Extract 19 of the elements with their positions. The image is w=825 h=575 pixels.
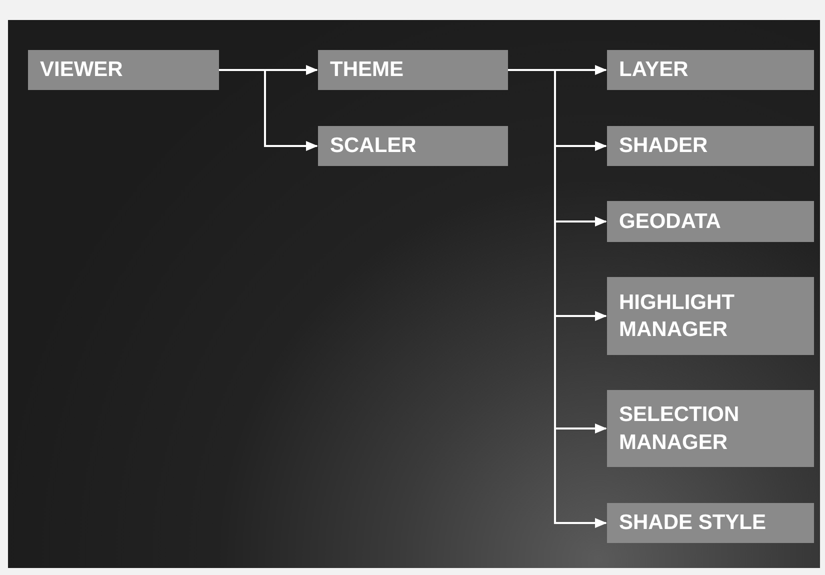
node-label: GEODATA — [619, 208, 721, 235]
node-label: SCALER — [330, 133, 416, 160]
process-box — [607, 503, 814, 543]
node-label: SHADE STYLE — [619, 510, 766, 536]
process-box — [607, 201, 814, 242]
process-box — [607, 390, 814, 467]
node-label: SHADER — [619, 133, 708, 160]
node-label: THEME — [330, 57, 404, 84]
process-box — [318, 50, 508, 90]
process-box — [607, 126, 814, 166]
node-label: LAYER — [619, 57, 688, 84]
process-box — [318, 126, 508, 166]
process-box — [607, 277, 814, 355]
node-label: SELECTION MANAGER — [619, 402, 740, 456]
node-label: HIGHLIGHT MANAGER — [619, 290, 736, 343]
node-label: VIEWER — [40, 57, 123, 84]
process-box — [28, 50, 219, 90]
process-box — [607, 50, 814, 90]
arrow — [219, 69, 318, 151]
